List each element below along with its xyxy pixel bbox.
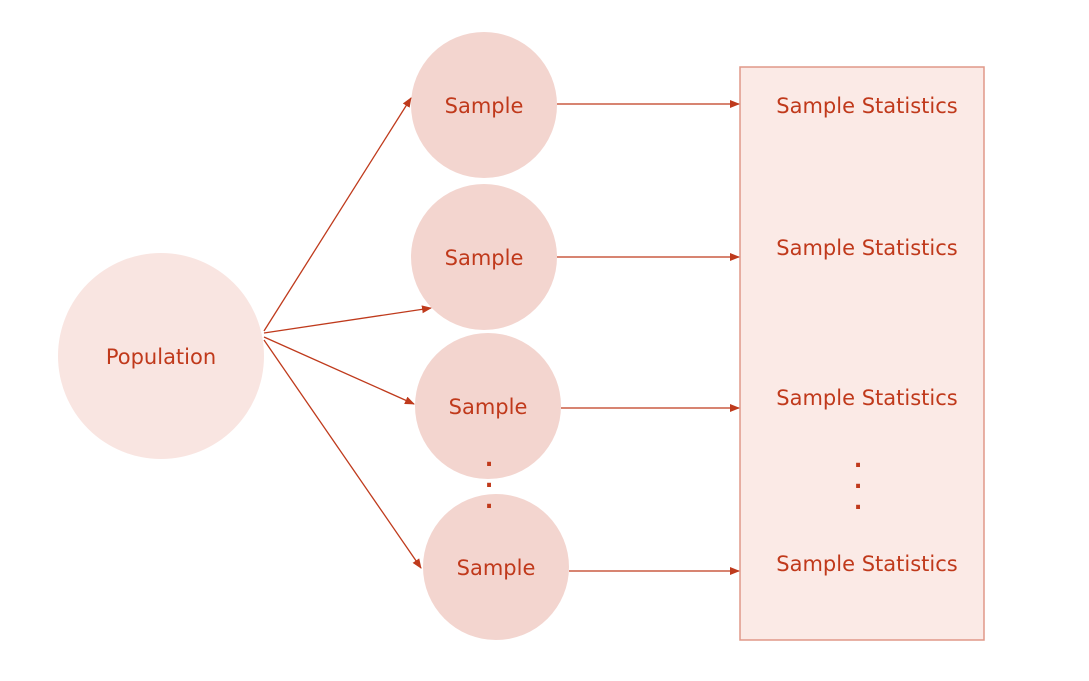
sample-circle	[411, 32, 557, 178]
sample-node: Sample	[411, 184, 557, 330]
sample-statistics-label: Sample Statistics	[776, 94, 957, 118]
sample-ellipsis-dot: .	[485, 489, 493, 514]
statistics-ellipsis-dot: .	[854, 490, 862, 515]
sample-ellipsis-dot: .	[485, 468, 493, 493]
sample-node: Sample	[411, 32, 557, 178]
population-to-sample-arrow	[263, 339, 422, 569]
population-to-sample-arrow	[263, 305, 432, 334]
statistics-box	[739, 66, 985, 641]
sample-circle	[415, 333, 561, 479]
sample-label: Sample	[449, 395, 528, 419]
population-to-sample-arrow	[263, 97, 412, 332]
population-node: Population	[58, 253, 264, 459]
sample-label: Sample	[445, 94, 524, 118]
sample-circle	[411, 184, 557, 330]
sample-ellipsis-dot: .	[485, 447, 493, 472]
population-label: Population	[106, 345, 216, 369]
statistics-ellipsis-dot: .	[854, 448, 862, 473]
statistics-ellipsis-dot: .	[854, 469, 862, 494]
sample-circle	[423, 494, 569, 640]
sample-label: Sample	[457, 556, 536, 580]
sample-label: Sample	[445, 246, 524, 270]
sample-node: Sample	[415, 333, 561, 479]
sample-statistics-label: Sample Statistics	[776, 552, 957, 576]
population-to-sample-arrow	[263, 336, 415, 405]
sample-statistics-label: Sample Statistics	[776, 386, 957, 410]
sample-statistics-label: Sample Statistics	[776, 236, 957, 260]
population-circle	[58, 253, 264, 459]
sample-node: Sample	[423, 494, 569, 640]
